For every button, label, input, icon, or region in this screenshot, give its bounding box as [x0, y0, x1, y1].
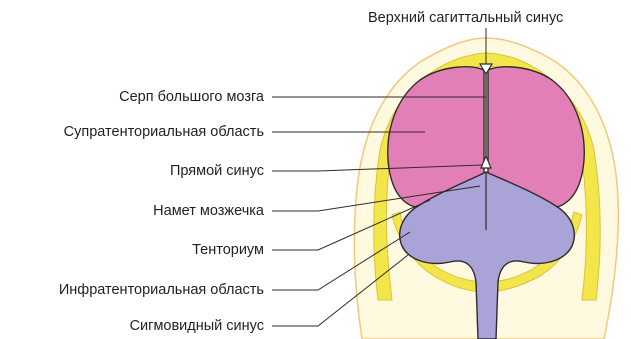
- label-infratentorial: Инфратенториальная область: [59, 281, 264, 299]
- label-tentorium-cerebelli: Намет мозжечка: [153, 202, 264, 220]
- label-sup-sagittal-sinus: Верхний сагиттальный синус: [368, 9, 563, 27]
- label-sigmoid-sinus: Сигмовидный синус: [130, 317, 264, 335]
- label-falx-cerebri: Серп большого мозга: [119, 88, 264, 106]
- label-straight-sinus: Прямой синус: [170, 162, 264, 180]
- label-supratentorial: Супратенториальная область: [64, 123, 264, 141]
- label-tentorium: Тенториум: [192, 241, 264, 259]
